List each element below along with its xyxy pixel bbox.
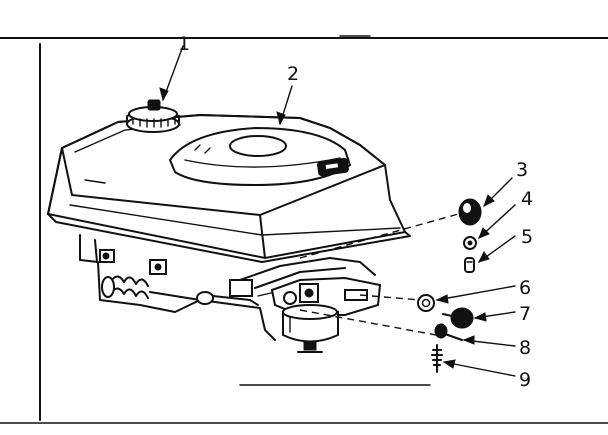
engine-block bbox=[79, 234, 376, 341]
callout-7: 7 bbox=[519, 303, 531, 325]
part-3-cap bbox=[458, 198, 482, 226]
callout-leaders bbox=[159, 45, 516, 377]
part-8-needle bbox=[434, 323, 463, 341]
callout-3: 3 bbox=[516, 159, 528, 181]
callout-9: 9 bbox=[519, 369, 531, 391]
part-5-screw bbox=[464, 257, 475, 273]
part-9-spring bbox=[431, 344, 443, 373]
callout-5: 5 bbox=[521, 226, 533, 248]
recoil-starter bbox=[168, 126, 352, 187]
part-4-washer bbox=[463, 236, 477, 250]
callout-1: 1 bbox=[178, 33, 190, 55]
callout-6: 6 bbox=[519, 277, 531, 299]
fuel-cap bbox=[126, 99, 180, 133]
callout-labels: 1 2 3 4 5 6 7 8 9 bbox=[178, 33, 533, 391]
explode-guide-lines bbox=[299, 212, 463, 336]
part-6-ring bbox=[417, 294, 435, 312]
carburetor bbox=[270, 276, 382, 353]
diagram-frame bbox=[0, 35, 608, 424]
part-7-knob bbox=[442, 307, 474, 329]
callout-4: 4 bbox=[521, 188, 533, 210]
callout-8: 8 bbox=[519, 337, 531, 359]
callout-2: 2 bbox=[287, 63, 299, 85]
small-parts bbox=[417, 198, 482, 373]
